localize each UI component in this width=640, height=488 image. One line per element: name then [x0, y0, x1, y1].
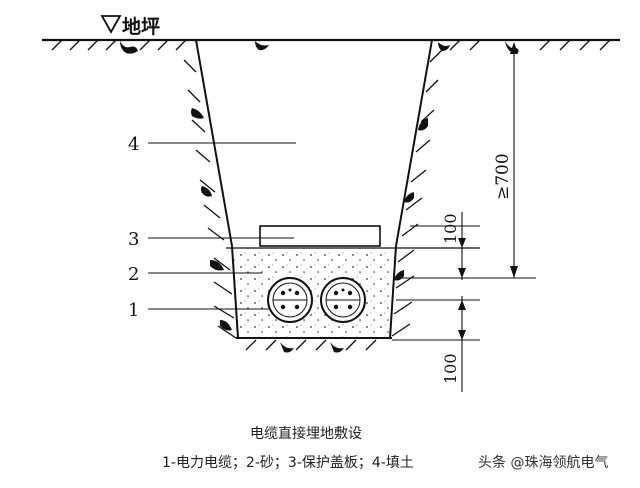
wall-clumps	[191, 108, 428, 353]
arrow-lower-top	[458, 300, 466, 310]
arrow-lower-bottom	[458, 330, 466, 340]
arrow-upper-bottom	[458, 268, 466, 278]
arrow-700-bottom	[510, 266, 518, 278]
dim-label-bottom: 100	[441, 353, 460, 384]
dim-label-depth: ≥700	[493, 153, 513, 200]
callout-1: 1	[128, 300, 139, 321]
bottom-hatch	[245, 339, 377, 351]
soil-clumps	[120, 41, 519, 54]
sand-layer	[232, 248, 396, 338]
ground-level-marker	[100, 15, 122, 34]
power-cable-right	[320, 277, 366, 323]
callout-4: 4	[128, 134, 139, 155]
ground-hatch	[51, 39, 611, 51]
right-wall-hatch	[391, 49, 443, 337]
callout-3: 3	[128, 229, 139, 250]
arrow-upper-top	[458, 238, 466, 248]
dim-label-top: 100	[441, 213, 460, 244]
protective-cover-plate	[259, 225, 381, 247]
caption-title: 电缆直接埋地敷设	[250, 426, 362, 442]
watermark: 头条 @珠海领航电气	[476, 452, 611, 472]
left-wall-hatch	[183, 59, 237, 339]
arrow-700-top	[510, 42, 518, 54]
trench-right-wall	[395, 39, 433, 247]
power-cable-left	[267, 277, 313, 323]
callout-2: 2	[128, 264, 139, 285]
caption-legend: 1-电力电缆；2-砂；3-保护盖板；4-填土	[162, 455, 414, 471]
ground-label: 地坪	[122, 15, 160, 38]
